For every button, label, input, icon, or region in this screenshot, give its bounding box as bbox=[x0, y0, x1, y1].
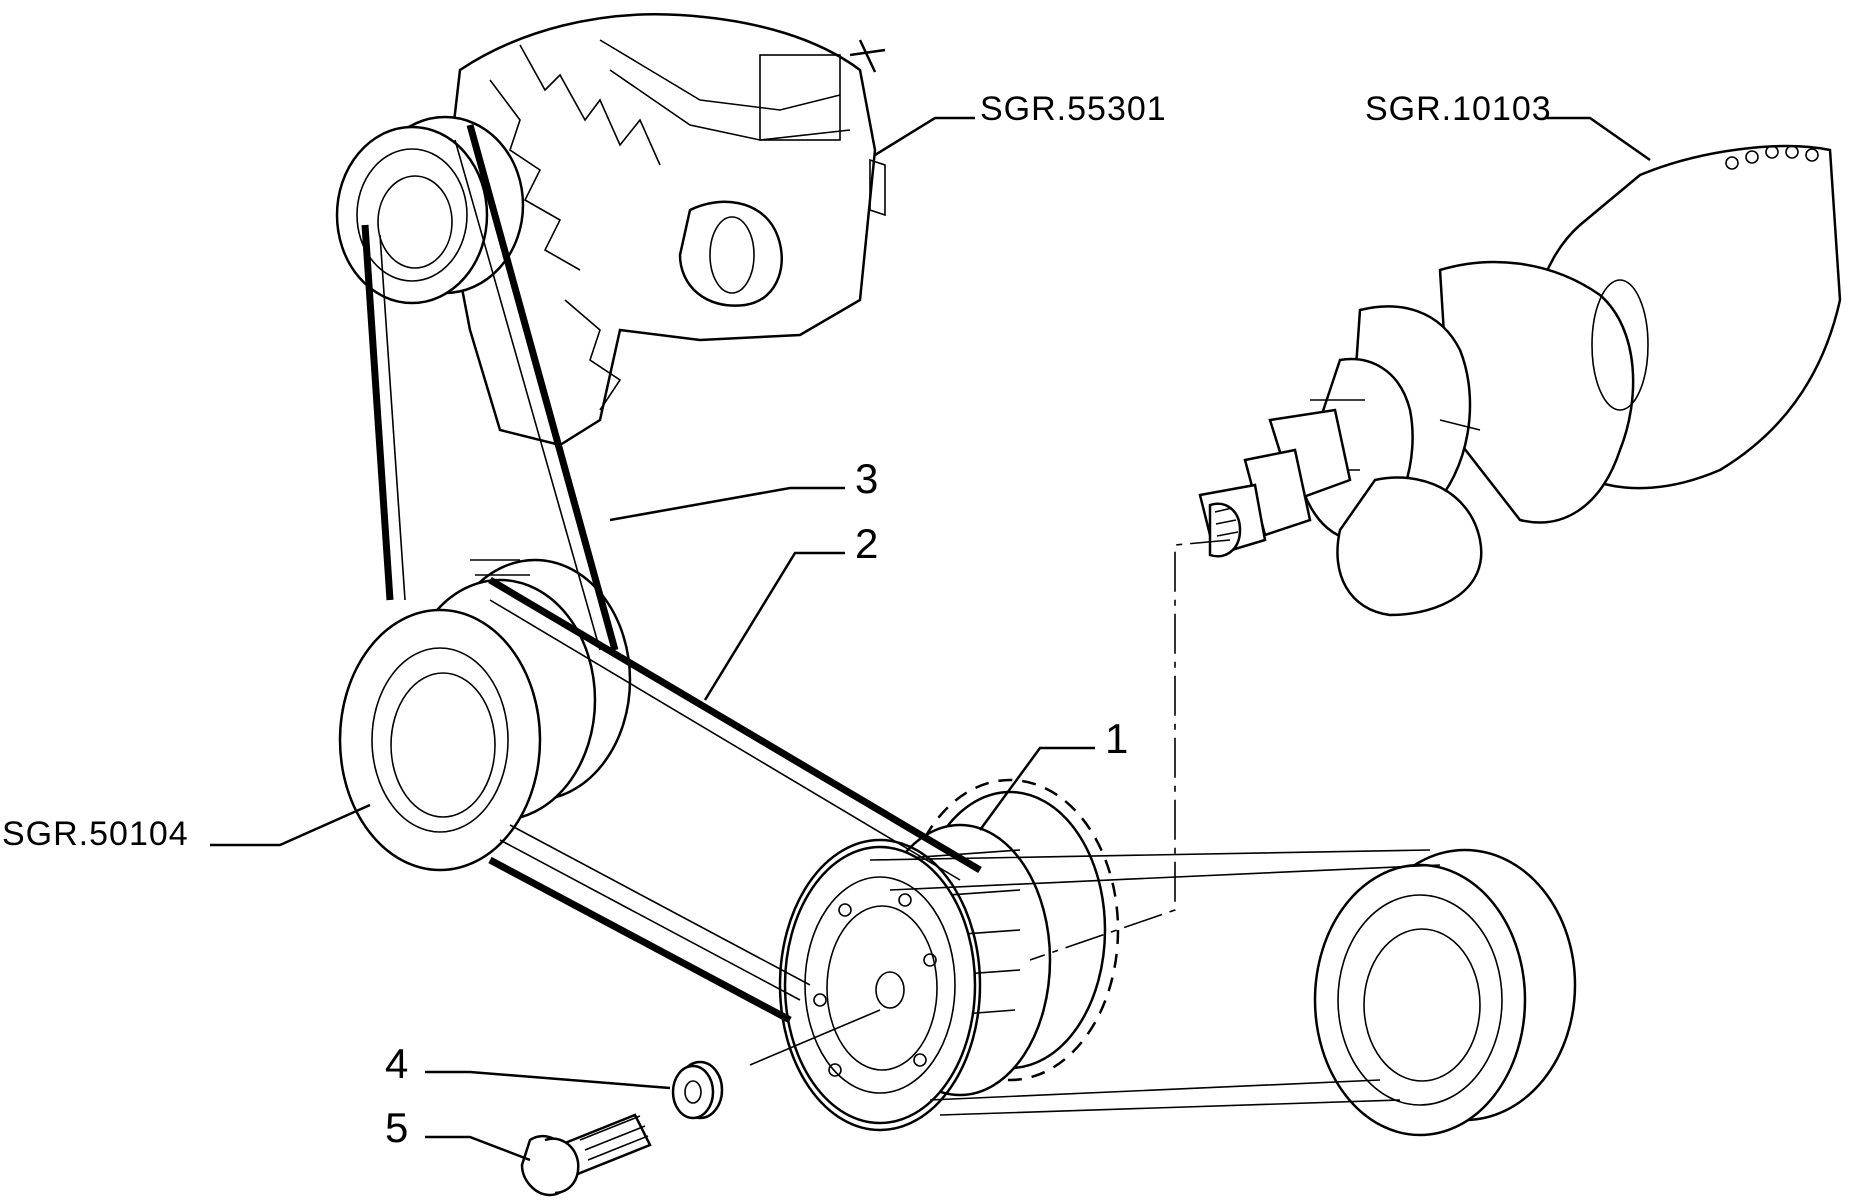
callout-alternator-code: SGR.55301 bbox=[980, 90, 1167, 128]
centerline bbox=[1029, 539, 1231, 961]
alternator-pulley bbox=[335, 115, 525, 305]
alternator-drawing bbox=[443, 13, 886, 447]
belts bbox=[361, 124, 1441, 1116]
washer bbox=[671, 1060, 724, 1120]
bolt-axis bbox=[749, 1009, 881, 1066]
water-pump-pulley bbox=[338, 558, 632, 872]
leader-lines bbox=[210, 116, 1651, 1162]
bolt bbox=[520, 1113, 652, 1197]
callout-crankshaft-code: SGR.10103 bbox=[1365, 90, 1552, 128]
callout-item-1: 1 bbox=[1105, 715, 1128, 762]
crankshaft-drawing bbox=[1198, 144, 1842, 617]
callout-item-4: 4 bbox=[385, 1040, 408, 1087]
right-pulley bbox=[1313, 848, 1577, 1137]
callout-water-pump-code: SGR.50104 bbox=[2, 815, 189, 853]
callout-item-3: 3 bbox=[855, 455, 878, 502]
callout-item-5: 5 bbox=[385, 1104, 408, 1151]
callout-item-2: 2 bbox=[855, 520, 878, 567]
crankshaft-pulley-assembly bbox=[778, 778, 1120, 1132]
